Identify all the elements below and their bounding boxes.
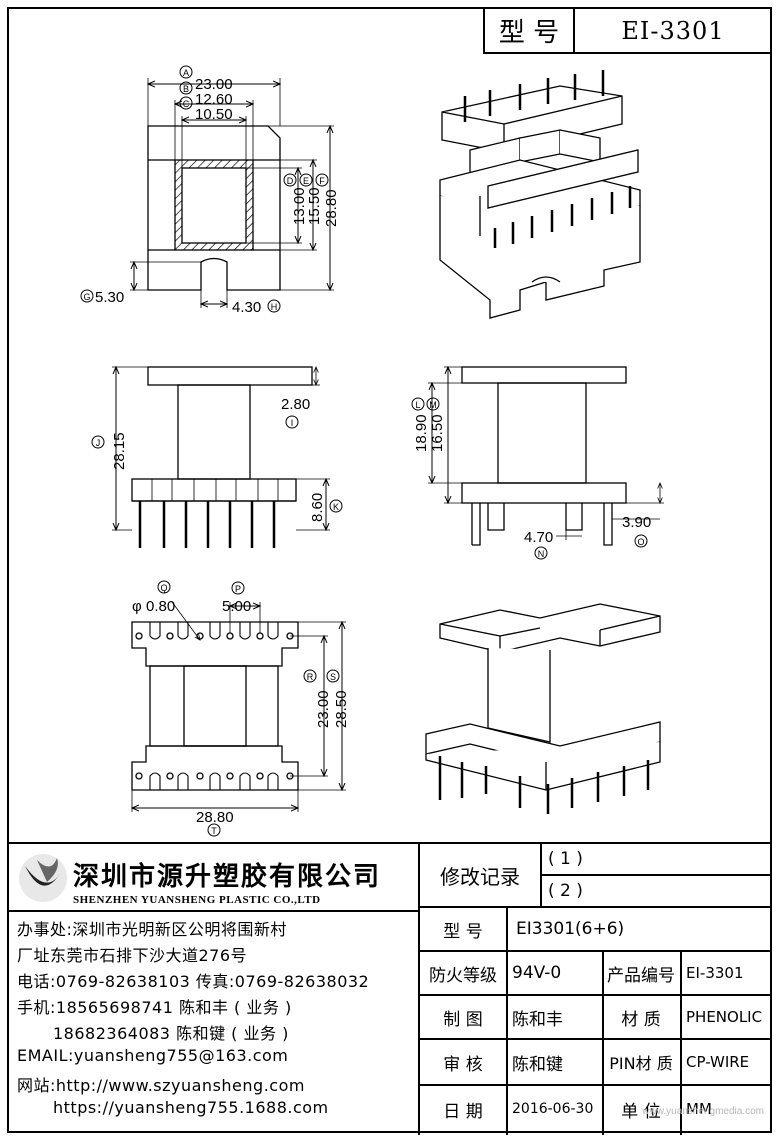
pin-material-label: PIN材 质 [609,1054,673,1073]
dim-s: 28.50 [333,690,350,728]
review-value: 陈和键 [512,1054,563,1075]
marker-q-letter: Q [160,583,167,593]
factory-address: 厂址东莞市石排下沙大道276号 [17,946,248,965]
divider [7,910,420,912]
front-view [112,367,330,548]
date-label: 日 期 [443,1101,483,1122]
dim-j: 28.15 [111,432,128,470]
watermark: www.yuanshengmedia.com [642,1106,764,1117]
dim-i: 2.80 [281,396,310,413]
email[interactable]: EMAIL:yuansheng755@163.com [17,1046,289,1065]
marker-h-letter: H [271,302,278,312]
model-header-label: 型 号 [485,9,575,52]
dim-e: 15.50 [306,187,323,225]
marker-t-letter: T [211,826,217,836]
dim-o: 3.90 [622,514,651,531]
isometric-view-bottom [425,603,661,814]
dim-k: 8.60 [309,493,326,522]
dim-h: 4.30 [232,299,261,316]
revision-2: ( 2 ) [548,881,583,901]
title-block: 深圳市源升塑胶有限公司 SHENZHEN YUANSHENG PLASTIC C… [7,842,772,1135]
material-label: 材 质 [621,1009,661,1030]
top-view-labels: A 23.00 B 12.60 C 10.50 13.00 D 15.50 E … [80,65,340,316]
marker-o-letter: O [637,537,644,547]
marker-p-letter: P [235,584,241,594]
drawn-by-label: 制 图 [443,1009,483,1030]
dim-l: 18.90 [413,414,430,452]
fire-rating-label: 防火等级 [429,965,497,986]
date-value: 2016-06-30 [512,1101,594,1117]
marker-b-letter: B [183,84,189,94]
marker-l-letter: L [415,400,420,410]
diameter-symbol: φ [132,598,142,615]
drawn-by-value: 陈和丰 [512,1009,563,1030]
side-view [428,367,664,546]
dim-a: 23.00 [195,76,233,93]
product-no-value: EI-3301 [686,964,744,982]
phone-fax: 电话:0769-82638103 传真:0769-82638032 [17,972,370,991]
bottom-view [132,601,346,812]
marker-f-letter: F [319,176,325,186]
review-label: 审 核 [443,1054,483,1075]
dim-q: 0.80 [146,598,175,615]
dim-c: 10.50 [195,106,233,123]
side-view-labels: L M 18.90 16.50 4.70 N 3.90 O [411,397,651,560]
marker-e-letter: E [303,176,309,186]
material-value: PHENOLIC [686,1008,763,1026]
marker-c-letter: C [183,99,190,109]
marker-j-letter: J [96,438,101,448]
company-logo-icon [19,854,67,902]
bottom-view-labels: Q φ 0.80 P 5.00 R S 23.00 28.50 28.80 T [132,580,350,837]
dim-r: 23.00 [315,690,332,728]
unit-value: MM [686,1100,712,1118]
mobile-1: 手机:18565698741 陈和丰 ( 业务 ) [17,998,292,1017]
model-label: 型 号 [443,921,483,942]
dim-t: 28.80 [196,809,234,826]
dim-d: 13.00 [291,187,308,225]
marker-k-letter: K [333,502,339,512]
product-no-label: 产品编号 [607,965,675,986]
model-header: 型 号 EI-3301 [483,9,771,54]
website[interactable]: 网站:http://www.szyuansheng.com [17,1076,305,1095]
technical-drawing: A 23.00 B 12.60 C 10.50 13.00 D 15.50 E … [80,65,664,837]
marker-n-letter: N [538,549,545,559]
marker-s-letter: S [330,672,336,682]
fire-rating-value: 94V-0 [512,963,562,983]
marker-r-letter: R [307,672,314,682]
dim-f: 28.80 [323,189,340,227]
unit-label: 单 位 [621,1101,661,1122]
company-name-en: SHENZHEN YUANSHENG PLASTIC CO.,LTD [73,894,321,906]
dim-n: 4.70 [524,529,553,546]
dim-b: 12.60 [195,91,233,108]
model-header-value: EI-3301 [621,16,725,45]
model-value: EI3301(6+6) [516,919,625,939]
top-view [130,78,334,308]
drawing-frame [7,7,772,1133]
mobile-2: 18682364083 陈和键 ( 业务 ) [53,1024,289,1043]
marker-a [179,65,193,79]
dim-g: 5.30 [95,289,124,306]
spec-table: 修改记录 ( 1 ) ( 2 ) 型 号 EI3301(6+6) 防火等级 94… [420,844,772,1135]
marker-i-letter: I [291,418,294,428]
company-info: 深圳市源升塑胶有限公司 SHENZHEN YUANSHENG PLASTIC C… [7,844,420,1135]
marker-m-letter: M [429,400,437,410]
revision-1: ( 1 ) [548,849,583,869]
marker-g-letter: G [83,292,90,302]
isometric-view-top [439,70,641,319]
front-view-labels: 2.80 I J 28.15 8.60 K [91,396,343,522]
pin-material-value: CP-WIRE [686,1053,750,1071]
office-address: 办事处:深圳市光明新区公明将围新村 [17,920,287,939]
website-2[interactable]: https://yuansheng755.1688.com [53,1098,329,1117]
revision-label: 修改记录 [440,864,520,889]
dim-p: 5.00 [222,598,251,615]
company-name-cn: 深圳市源升塑胶有限公司 [73,862,382,892]
marker-d-letter: D [287,176,294,186]
marker-a-letter: A [183,68,189,78]
dim-m: 16.50 [429,414,446,452]
